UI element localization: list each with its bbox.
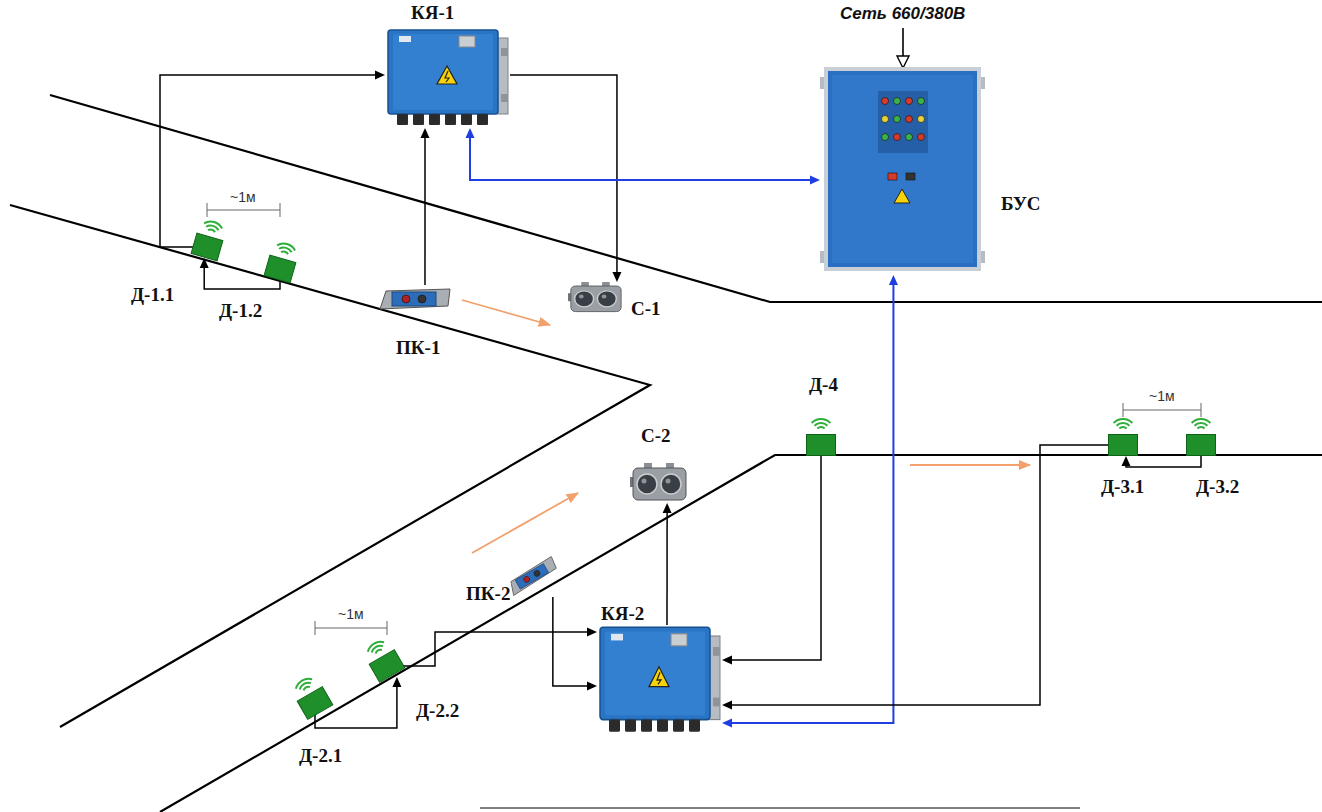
connector xyxy=(1122,456,1202,467)
direction-arrow xyxy=(472,493,578,553)
arrowhead xyxy=(466,128,475,138)
dimension-line xyxy=(315,621,387,635)
device-label: Д-3.2 xyxy=(1195,476,1240,498)
junction-box: КЯ-2 xyxy=(597,625,722,735)
connector xyxy=(722,445,1108,709)
direction-arrow xyxy=(910,464,1030,466)
cabinet-icon xyxy=(820,65,985,275)
device-label: ПК-1 xyxy=(395,337,441,359)
travel-direction xyxy=(462,300,1030,553)
device-label: Д-2.1 xyxy=(298,745,343,767)
tunnel-walls xyxy=(10,95,1322,812)
arrowhead xyxy=(722,700,732,709)
junction-box: КЯ-1 xyxy=(385,28,510,128)
dimension-text: ~1м xyxy=(229,189,257,206)
device-label: С-2 xyxy=(640,425,672,447)
device-label: Д-2.2 xyxy=(415,700,460,722)
device-label: Д-1.1 xyxy=(130,284,175,306)
device-label: ПК-2 xyxy=(465,583,511,605)
connector xyxy=(663,503,672,625)
arrowhead xyxy=(722,718,732,727)
connector xyxy=(160,71,385,248)
connector-line xyxy=(470,136,812,180)
connector xyxy=(722,456,821,664)
arrowhead xyxy=(889,275,898,285)
connector-line xyxy=(424,136,426,285)
sensor: Д-2.2 xyxy=(372,655,402,677)
base-line xyxy=(480,808,1080,809)
dimension-text: ~1м xyxy=(1148,388,1176,405)
junction-box-icon xyxy=(385,28,510,128)
sensor-icon xyxy=(1108,434,1138,456)
sensor: Д-2.1 xyxy=(300,692,330,714)
sensor-icon xyxy=(266,258,294,280)
signal-light: С-1 xyxy=(568,282,623,314)
arrowhead xyxy=(722,655,732,664)
device-label: КЯ-1 xyxy=(410,2,455,24)
arrowhead xyxy=(375,71,385,80)
sensor: Д-3.2 xyxy=(1186,434,1216,456)
connector xyxy=(553,597,597,691)
arrowhead xyxy=(392,677,401,687)
arrowhead xyxy=(810,176,820,185)
device-label: Д-3.1 xyxy=(1100,476,1145,498)
control-panel: ПК-1 xyxy=(378,285,452,313)
supply-note: Сеть 660/380В xyxy=(839,4,966,24)
signal-light-icon xyxy=(568,282,623,314)
sensor: Д-1.1 xyxy=(193,236,221,258)
junction-box-icon xyxy=(597,625,722,735)
tunnel-wall xyxy=(10,205,650,727)
sensor: Д-4 xyxy=(806,434,836,456)
device-label: С-1 xyxy=(630,298,662,320)
control-panel-icon xyxy=(505,555,560,597)
arrowhead xyxy=(587,628,597,637)
connector-line xyxy=(666,511,668,625)
connector-line xyxy=(1126,456,1201,467)
connector xyxy=(722,275,898,727)
dimension-line xyxy=(1123,403,1201,417)
connector xyxy=(402,628,597,666)
tunnel-wall xyxy=(160,455,1322,812)
arrowhead xyxy=(420,128,429,138)
control-cabinet: БУС xyxy=(820,65,985,275)
arrowhead xyxy=(1122,456,1131,466)
arrowhead xyxy=(612,272,621,282)
connector-line xyxy=(160,75,377,247)
connector-line xyxy=(510,75,617,274)
sensor-icon xyxy=(372,655,402,677)
sensor: Д-1.2 xyxy=(266,258,294,280)
connector-line xyxy=(402,632,589,666)
sensor-icon xyxy=(300,692,330,714)
connector xyxy=(510,75,621,282)
sensor: Д-3.1 xyxy=(1108,434,1138,456)
arrowhead xyxy=(587,682,597,691)
supply-arrowhead xyxy=(897,56,909,68)
device-label: Д-1.2 xyxy=(218,300,263,322)
direction-arrow xyxy=(462,300,550,325)
sensor-icon xyxy=(1186,434,1216,456)
control-panel: ПК-2 xyxy=(505,555,560,597)
dimension-text: ~1м xyxy=(337,606,365,623)
device-label: КЯ-2 xyxy=(600,603,645,625)
connector-line xyxy=(730,445,1108,705)
connector-line xyxy=(553,597,589,686)
supply-line xyxy=(902,28,904,58)
signal-light-icon xyxy=(630,463,688,503)
control-panel-icon xyxy=(378,285,452,313)
connector-line xyxy=(730,283,893,723)
sensor-icon xyxy=(193,236,221,258)
connector xyxy=(420,128,429,285)
sensor-icon xyxy=(806,434,836,456)
supply-arrow xyxy=(897,28,909,68)
connector-line xyxy=(730,456,821,660)
arrowhead xyxy=(663,503,672,513)
device-label: БУС xyxy=(1000,193,1042,215)
connector xyxy=(466,128,821,185)
dimension-lines xyxy=(207,203,1201,635)
signal-light: С-2 xyxy=(630,463,688,503)
arrowhead xyxy=(200,258,209,268)
device-label: Д-4 xyxy=(808,374,839,396)
